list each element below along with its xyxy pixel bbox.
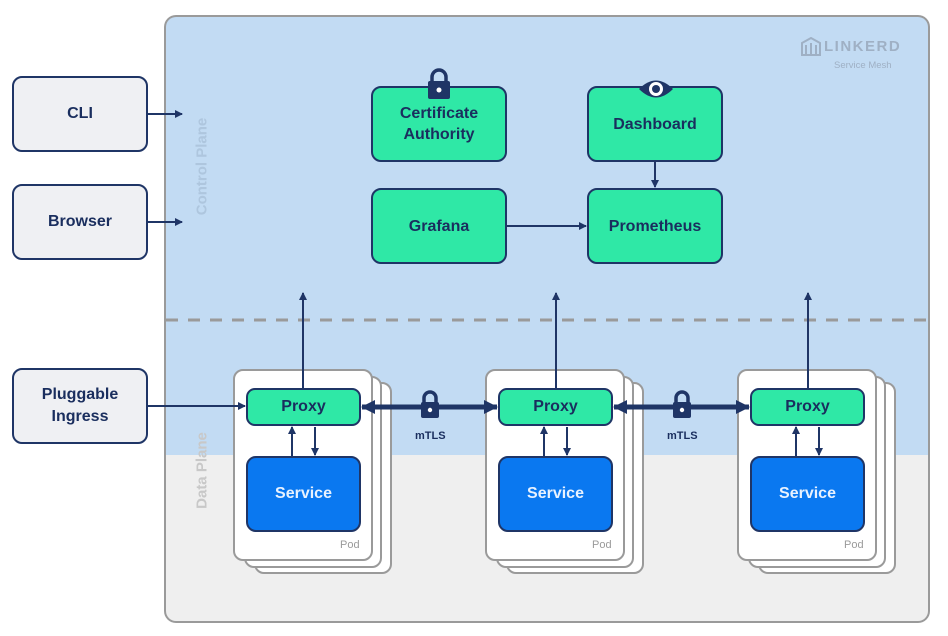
proxy-box[interactable]: Proxy xyxy=(246,388,361,426)
logo-wordmark: LINKERD xyxy=(824,38,902,55)
service-label: Service xyxy=(527,485,584,502)
pluggable-ingress-box[interactable]: Pluggable Ingress xyxy=(12,368,148,444)
cli-box[interactable]: CLI xyxy=(12,76,148,152)
lock-icon xyxy=(428,68,450,99)
ca-label: Certificate Authority xyxy=(399,105,479,143)
grafana-label: Grafana xyxy=(408,217,470,235)
data-plane-label: Data Plane xyxy=(193,432,211,509)
service-box[interactable]: Service xyxy=(750,456,865,532)
service-box[interactable]: Service xyxy=(246,456,361,532)
mtls-label: mTLS xyxy=(667,430,698,442)
browser-box[interactable]: Browser xyxy=(12,184,148,260)
prometheus-box[interactable]: Prometheus xyxy=(587,188,723,264)
logo-subtitle: Service Mesh xyxy=(834,60,892,71)
prometheus-label: Prometheus xyxy=(608,217,702,235)
pod-label: Pod xyxy=(592,539,612,551)
mtls-label: mTLS xyxy=(415,430,446,442)
service-label: Service xyxy=(275,485,332,502)
proxy-box[interactable]: Proxy xyxy=(750,388,865,426)
control-plane-label: Control Plane xyxy=(193,117,211,216)
ingress-label: Pluggable Ingress xyxy=(41,386,119,425)
proxy-box[interactable]: Proxy xyxy=(498,388,613,426)
browser-label: Browser xyxy=(47,213,113,230)
pod-label: Pod xyxy=(844,539,864,551)
service-label: Service xyxy=(779,485,836,502)
proxy-label: Proxy xyxy=(281,398,326,415)
service-box[interactable]: Service xyxy=(498,456,613,532)
certificate-authority-box[interactable]: Certificate Authority xyxy=(371,86,507,162)
proxy-label: Proxy xyxy=(533,398,578,415)
dashboard-label: Dashboard xyxy=(613,115,697,133)
proxy-label: Proxy xyxy=(785,398,830,415)
dashboard-box[interactable]: Dashboard xyxy=(587,86,723,162)
eye-icon xyxy=(639,80,673,98)
cli-label: CLI xyxy=(67,105,93,122)
grafana-box[interactable]: Grafana xyxy=(371,188,507,264)
linkerd-logo-icon xyxy=(801,37,821,56)
pod-label: Pod xyxy=(340,539,360,551)
